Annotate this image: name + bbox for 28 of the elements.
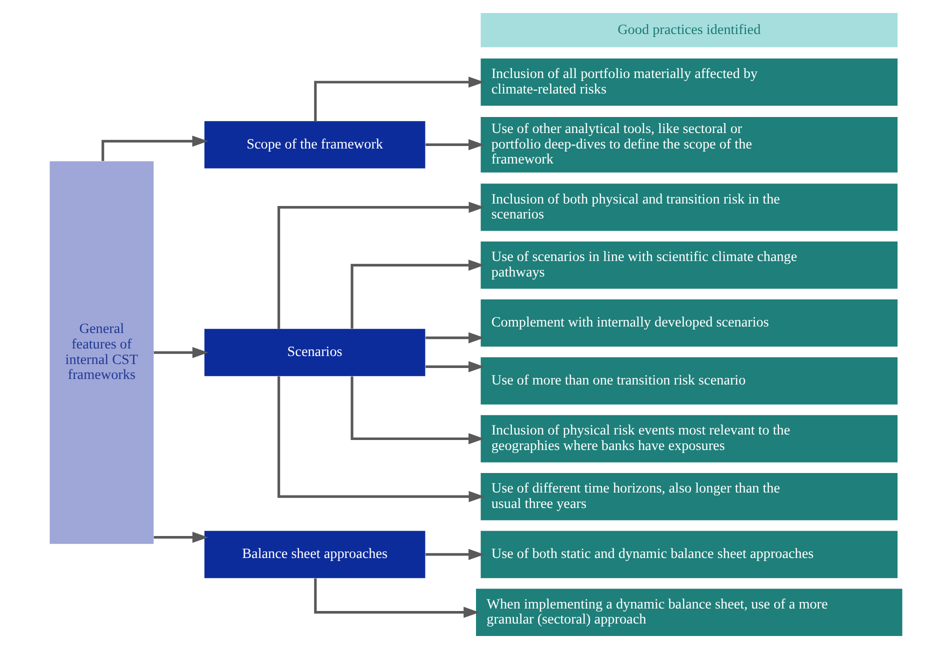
node-box: Inclusion of physical risk events most relevant to the geographies where banks have exposures [480,415,898,462]
arrow [426,139,484,150]
node-box: Scenarios [204,328,426,376]
node-box: When implementing a dynamic balance sheet, use of a more granular (sectoral) approach [476,588,902,636]
arrow [350,376,484,444]
arrow [426,548,484,560]
node-box: Use of other analytical tools, like sectoral or portfolio deep-dives to define the scope of the framework [480,116,898,172]
node-box: Balance sheet approaches [204,530,426,578]
arrow [426,332,484,344]
arrow [278,202,485,329]
arrow [314,76,484,122]
arrow [314,578,480,618]
arrow [102,136,208,162]
node-box: Use of different time horizons, also longer than the usual three years [480,473,898,520]
arrow [350,260,484,329]
node-box: Inclusion of both physical and transition risk in the scenarios [480,184,898,231]
node-box: Scope of the framework [204,121,426,168]
node-box: General features of internal CST frameworks [50,161,154,544]
arrow [426,361,484,372]
node-box: Good practices identified [480,13,898,48]
arrow [154,532,208,543]
node-box: Use of more than one transition risk scenario [480,357,898,404]
node-box: Inclusion of all portfolio materially affected by climate-related risks [480,58,898,106]
node-box: Use of scenarios in line with scientific climate change pathways [480,242,898,289]
node-box: Use of both static and dynamic balance sheet approaches [480,530,898,578]
node-box: Complement with internally developed scenarios [480,299,898,347]
arrow [278,376,485,502]
arrow [154,347,208,358]
